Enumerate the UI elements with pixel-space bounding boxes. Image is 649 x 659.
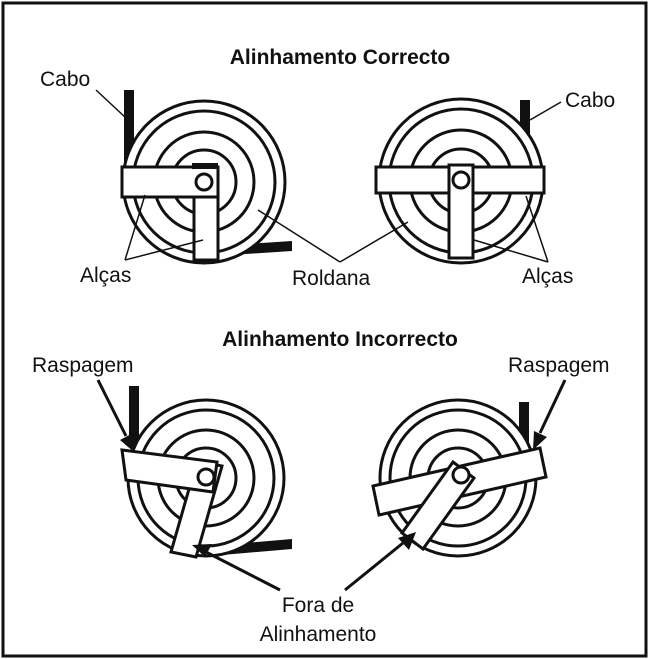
leader-pulley-left <box>257 209 341 263</box>
axle-pin <box>451 465 471 485</box>
cable-vertical <box>129 386 139 446</box>
label-handles-left: Alças <box>80 264 131 287</box>
wear-mark-correct-left <box>192 163 218 169</box>
axle-pin <box>194 172 214 192</box>
handle-horizontal <box>120 448 219 494</box>
leader-handles-right-1 <box>525 195 549 263</box>
handle-horizontal <box>120 165 220 199</box>
title-correct-alignment: Alinhamento Correcto <box>230 46 451 69</box>
cable-vertical <box>124 90 134 175</box>
leader-pulley-right <box>339 221 409 263</box>
title-incorrect-alignment: Alinhamento Incorrecto <box>222 328 458 351</box>
leader-handles-left-1 <box>124 194 146 261</box>
arrow-scrape-left <box>96 379 128 437</box>
axle-pin <box>196 467 216 487</box>
label-misaligned-line1: Fora de <box>282 594 354 617</box>
label-cable-right: Cabo <box>565 89 615 112</box>
arrow-scrape-right <box>538 379 567 434</box>
arrow-misaligned-left <box>205 550 281 592</box>
label-pulley: Roldana <box>292 267 371 290</box>
axle-pin <box>451 170 471 190</box>
leader-handles-right-2 <box>473 239 549 263</box>
label-handles-right: Alças <box>522 265 573 288</box>
pulley-correct-right <box>374 97 546 265</box>
cable-vertical <box>519 402 529 447</box>
arrowhead-misaligned-left <box>192 544 212 557</box>
pulley-incorrect-left <box>120 386 292 559</box>
leader-handles-left-2 <box>124 239 204 261</box>
label-cable-left: Cabo <box>40 68 90 91</box>
pulley-correct-left <box>120 90 292 265</box>
arrowhead-scrape-left <box>120 433 134 452</box>
arrow-misaligned-right <box>344 541 404 592</box>
leader-cable-right <box>529 101 562 121</box>
label-scrape-right: Raspagem <box>508 354 610 377</box>
leader-cable-left <box>95 89 127 119</box>
arrowhead-misaligned-right <box>398 532 416 550</box>
arrowhead-scrape-right <box>533 431 547 450</box>
pulley-incorrect-right <box>371 398 548 558</box>
label-misaligned-line2: Alinhamento <box>260 623 377 646</box>
label-scrape-left: Raspagem <box>32 354 134 377</box>
